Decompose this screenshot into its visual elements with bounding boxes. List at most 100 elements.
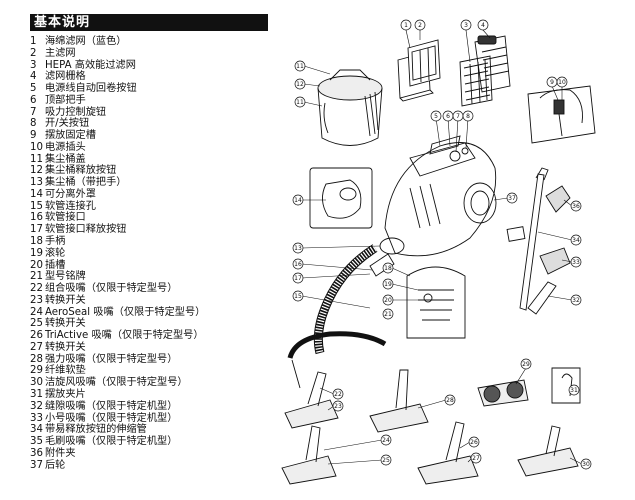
callout-number: 11	[296, 99, 304, 106]
callout-circle	[294, 96, 306, 108]
legend-item: 3 HEPA 高效能过滤网	[30, 60, 205, 72]
dust-container-drawing	[317, 69, 383, 146]
callout-circle	[332, 400, 344, 412]
callout-number: 31	[570, 387, 578, 394]
legend-text: HEPA 高效能过滤网	[45, 59, 136, 71]
legend-item: 8 开/关按钮	[30, 118, 205, 130]
callout-circle	[292, 290, 304, 302]
page-title: 基本说明	[30, 14, 268, 31]
legend-number: 8	[30, 118, 37, 130]
callout-number: 14	[294, 197, 302, 204]
callout-number: 7	[456, 113, 460, 120]
legend-text: 转换开关	[45, 341, 86, 353]
hepa-filter-drawing	[459, 55, 493, 107]
callout-number: 1	[404, 22, 408, 29]
legend-text: 集尘桶（带把手）	[45, 177, 127, 189]
callout-number: 19	[384, 281, 392, 288]
legend-number: 23	[30, 294, 43, 306]
legend-text: 摆放固定槽	[45, 130, 96, 142]
legend-number: 34	[30, 424, 43, 436]
callout-number: 11	[296, 63, 304, 70]
legend-number: 36	[30, 447, 43, 459]
callout-circle	[382, 278, 394, 290]
legend-text: 软管接口释放按钮	[45, 224, 127, 236]
callout-circle	[556, 76, 568, 88]
legend-text: 软管接口	[45, 212, 86, 224]
triactive-nozzle-drawing	[417, 421, 479, 485]
callout-circle	[414, 19, 426, 31]
legend-number: 24	[30, 306, 43, 318]
legend-text: 转换开关	[45, 294, 86, 306]
callout-circle	[570, 294, 582, 306]
callout-number: 26	[470, 439, 478, 446]
legend-text: 带易释放按钮的伸缩管	[45, 424, 147, 436]
legend-text: 电源插头	[45, 141, 86, 153]
callout-circle	[382, 262, 394, 274]
callout-number: 10	[558, 79, 566, 86]
callout-number: 4	[481, 22, 485, 29]
callout-number: 2	[418, 22, 422, 29]
legend-text: 滚轮	[45, 247, 66, 259]
legend-text: 组合吸嘴（仅限于特定型号）	[45, 283, 178, 295]
callout-circle	[332, 388, 344, 400]
legend-number: 30	[30, 377, 43, 389]
legend-number: 3	[30, 59, 37, 71]
legend-text: 开/关按钮	[45, 118, 90, 130]
legend-text: 洁旋风吸嘴（仅限于特定型号）	[45, 377, 188, 389]
crevice-nozzle-drawing	[527, 281, 557, 315]
legend-number: 16	[30, 212, 43, 224]
callout-circle	[570, 256, 582, 268]
filter-grid-drawing	[474, 35, 511, 93]
clean-nozzle-drawing	[517, 425, 579, 477]
callout-number: 18	[384, 265, 392, 272]
callout-number: 12	[296, 81, 304, 88]
callout-circle	[477, 19, 489, 31]
callout-number: 16	[294, 261, 302, 268]
callout-circle	[292, 272, 304, 284]
callout-number: 36	[572, 203, 580, 210]
detachable-cover-drawing	[309, 167, 373, 229]
legend-text: 海绵滤网（蓝色）	[45, 36, 127, 47]
callout-circle	[444, 394, 456, 406]
callout-circle	[470, 452, 482, 464]
legend-number: 1	[30, 36, 37, 47]
legend-text: 可分离外罩	[45, 188, 96, 200]
legend-number: 28	[30, 353, 43, 365]
legend-number: 22	[30, 283, 43, 295]
legend-text: 主滤网	[45, 47, 76, 59]
callout-number: 27	[472, 455, 480, 462]
vacuum-body-drawing	[379, 135, 497, 257]
legend-text: 缝隙吸嘴（仅限于特定机型）	[45, 400, 178, 412]
callout-number: 24	[382, 437, 390, 444]
small-nozzle-drawing	[539, 247, 571, 275]
parking-clip-drawing	[551, 367, 581, 404]
callout-circle	[460, 19, 472, 31]
callout-number: 29	[522, 361, 530, 368]
callout-circle	[292, 258, 304, 270]
legend-number: 2	[30, 47, 37, 59]
legend-text: 摆放夹片	[45, 388, 86, 400]
legend-number: 9	[30, 130, 37, 142]
aeroseal-nozzle-drawing	[281, 425, 337, 485]
legend-number: 4	[30, 71, 37, 83]
legend-number: 14	[30, 188, 43, 200]
legend-number: 11	[30, 153, 43, 165]
power-nozzle-drawing	[369, 369, 429, 433]
